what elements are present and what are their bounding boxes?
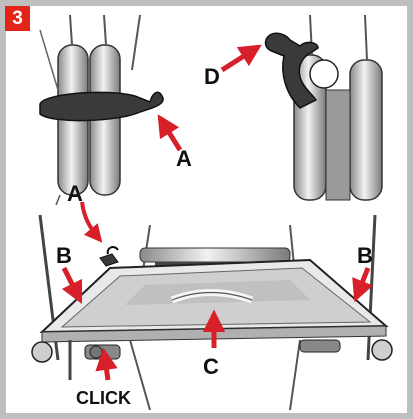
label-b-right: B	[357, 243, 373, 268]
label-click: CLICK	[76, 388, 131, 408]
clip-part-a-bottom	[100, 247, 118, 266]
arrow-a-bottom	[82, 202, 100, 240]
clip-part-a-top	[40, 92, 163, 120]
label-a-bottom: A	[67, 181, 83, 206]
arrow-b-left	[64, 268, 80, 300]
arrow-d	[222, 47, 258, 70]
label-b-left: B	[56, 243, 72, 268]
label-d: D	[204, 64, 220, 89]
arrow-b-right	[356, 268, 368, 298]
label-a-top: A	[176, 146, 192, 171]
label-c: C	[203, 354, 219, 379]
